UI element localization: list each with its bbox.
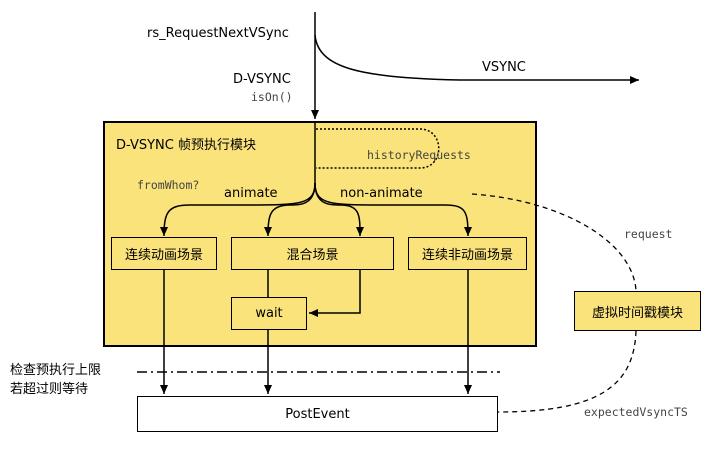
check-limit-label-line1: 检查预执行上限 bbox=[10, 363, 102, 378]
mixed-scene-text: 混合场景 bbox=[286, 248, 339, 263]
ison-label: isOn() bbox=[251, 90, 293, 104]
rs-request-label: rs_RequestNextVSync bbox=[147, 26, 289, 41]
module-title: D-VSYNC 帧预执行模块 bbox=[116, 138, 256, 153]
expected-ts-dashed-curve bbox=[497, 330, 637, 413]
post-event-box: PostEvent bbox=[137, 396, 498, 432]
continuous-animation-text: 连续动画场景 bbox=[124, 248, 203, 263]
wait-text: wait bbox=[255, 306, 283, 321]
virtual-timestamp-text: 虚拟时间戳模块 bbox=[591, 305, 683, 321]
non-animate-label: non-animate bbox=[340, 186, 423, 201]
post-event-text: PostEvent bbox=[285, 406, 350, 422]
branch-to-mixed-left bbox=[264, 182, 316, 237]
branch-to-animation bbox=[160, 182, 316, 237]
mixed-to-wait bbox=[309, 270, 361, 317]
vsync-arrow bbox=[314, 34, 639, 84]
wait-box: wait bbox=[231, 297, 307, 330]
virtual-timestamp-module-box: 虚拟时间戳模块 bbox=[574, 291, 701, 331]
continuous-non-animation-text: 连续非动画场景 bbox=[421, 248, 513, 263]
continuous-animation-box: 连续动画场景 bbox=[111, 237, 217, 270]
from-whom-label: fromWhom? bbox=[137, 178, 200, 192]
check-limit-label-line2: 若超过则等待 bbox=[10, 382, 89, 397]
history-requests-label: historyRequests bbox=[367, 148, 471, 162]
branch-to-non-animation bbox=[314, 182, 472, 237]
request-label: request bbox=[624, 227, 673, 241]
dvsync-label: D-VSYNC bbox=[233, 72, 291, 87]
continuous-non-animation-box: 连续非动画场景 bbox=[408, 237, 527, 270]
vsync-label: VSYNC bbox=[482, 60, 526, 75]
mixed-scene-box: 混合场景 bbox=[231, 237, 394, 270]
expected-vsync-ts-label: expectedVsyncTS bbox=[584, 405, 688, 419]
animate-label: animate bbox=[224, 186, 278, 201]
request-dashed-curve bbox=[471, 193, 637, 291]
